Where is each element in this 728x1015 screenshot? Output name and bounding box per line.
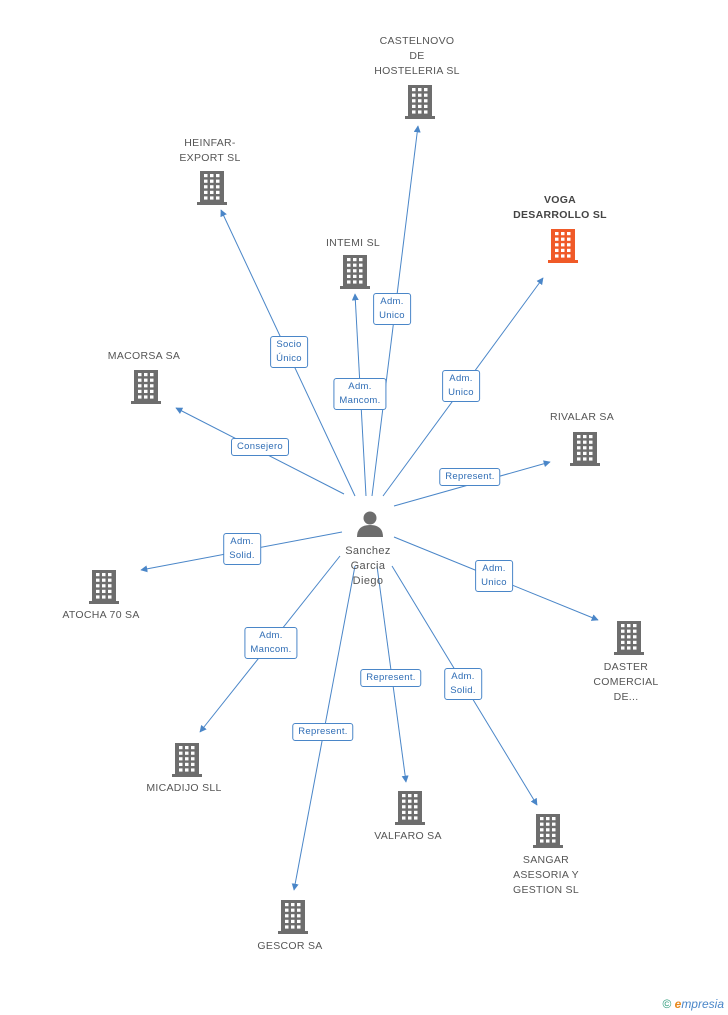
building-icon-sangar[interactable] bbox=[533, 814, 563, 848]
brand-initial: e bbox=[674, 997, 682, 1011]
brand-name: mpresia bbox=[681, 997, 724, 1011]
person-icon[interactable] bbox=[357, 511, 383, 538]
node-label-micadijo[interactable]: MICADIJO SLL bbox=[146, 782, 222, 794]
edge-label-valfaro[interactable]: Represent. bbox=[360, 669, 422, 687]
building-icon-atocha[interactable] bbox=[89, 570, 119, 604]
building-icon-macorsa[interactable] bbox=[131, 370, 161, 404]
building-icon-micadijo[interactable] bbox=[172, 743, 202, 777]
node-label-atocha[interactable]: ATOCHA 70 SA bbox=[62, 609, 140, 621]
edge-label-intemi[interactable]: Adm. Mancom. bbox=[333, 378, 387, 410]
copyright-symbol: © bbox=[662, 997, 672, 1011]
edge-label-atocha[interactable]: Adm. Solid. bbox=[223, 533, 261, 565]
edge-label-voga[interactable]: Adm. Unico bbox=[442, 370, 480, 402]
building-icon-daster[interactable] bbox=[614, 621, 644, 655]
node-label-intemi[interactable]: INTEMI SL bbox=[325, 237, 381, 249]
brand-watermark: © empresia bbox=[662, 997, 724, 1011]
building-icon-rivalar[interactable] bbox=[570, 432, 600, 466]
node-label-rivalar[interactable]: RIVALAR SA bbox=[549, 411, 615, 423]
building-icon-voga[interactable] bbox=[548, 229, 578, 263]
node-label-sangar[interactable]: SANGAR ASESORIA Y GESTION SL bbox=[512, 854, 579, 896]
edge-label-sangar[interactable]: Adm. Solid. bbox=[444, 668, 482, 700]
node-label-gescor[interactable]: GESCOR SA bbox=[257, 940, 323, 952]
node-label-daster[interactable]: DASTER COMERCIAL DE... bbox=[593, 661, 659, 703]
edge-label-macorsa[interactable]: Consejero bbox=[230, 438, 290, 456]
center-person-label[interactable]: Sanchez Garcia Diego bbox=[345, 545, 391, 587]
building-icon-intemi[interactable] bbox=[340, 255, 370, 289]
edge-label-gescor[interactable]: Represent. bbox=[292, 723, 354, 741]
building-icon-gescor[interactable] bbox=[278, 900, 308, 934]
edge-label-rivalar[interactable]: Represent. bbox=[439, 468, 501, 486]
node-label-valfaro[interactable]: VALFARO SA bbox=[374, 830, 442, 842]
node-label-heinfar[interactable]: HEINFAR- EXPORT SL bbox=[179, 137, 241, 164]
node-label-castelnovo[interactable]: CASTELNOVO DE HOSTELERIA SL bbox=[374, 35, 460, 77]
edge-label-micadijo[interactable]: Adm. Mancom. bbox=[244, 627, 298, 659]
nodes-layer bbox=[89, 85, 644, 934]
building-icon-heinfar[interactable] bbox=[197, 171, 227, 205]
edge-label-daster[interactable]: Adm. Unico bbox=[475, 560, 513, 592]
node-label-voga[interactable]: VOGA DESARROLLO SL bbox=[513, 194, 607, 221]
edge-label-heinfar[interactable]: Socio Único bbox=[270, 336, 308, 368]
edge-label-castelnovo[interactable]: Adm. Unico bbox=[373, 293, 411, 325]
building-icon-valfaro[interactable] bbox=[395, 791, 425, 825]
node-label-macorsa[interactable]: MACORSA SA bbox=[107, 350, 181, 362]
building-icon-castelnovo[interactable] bbox=[405, 85, 435, 119]
